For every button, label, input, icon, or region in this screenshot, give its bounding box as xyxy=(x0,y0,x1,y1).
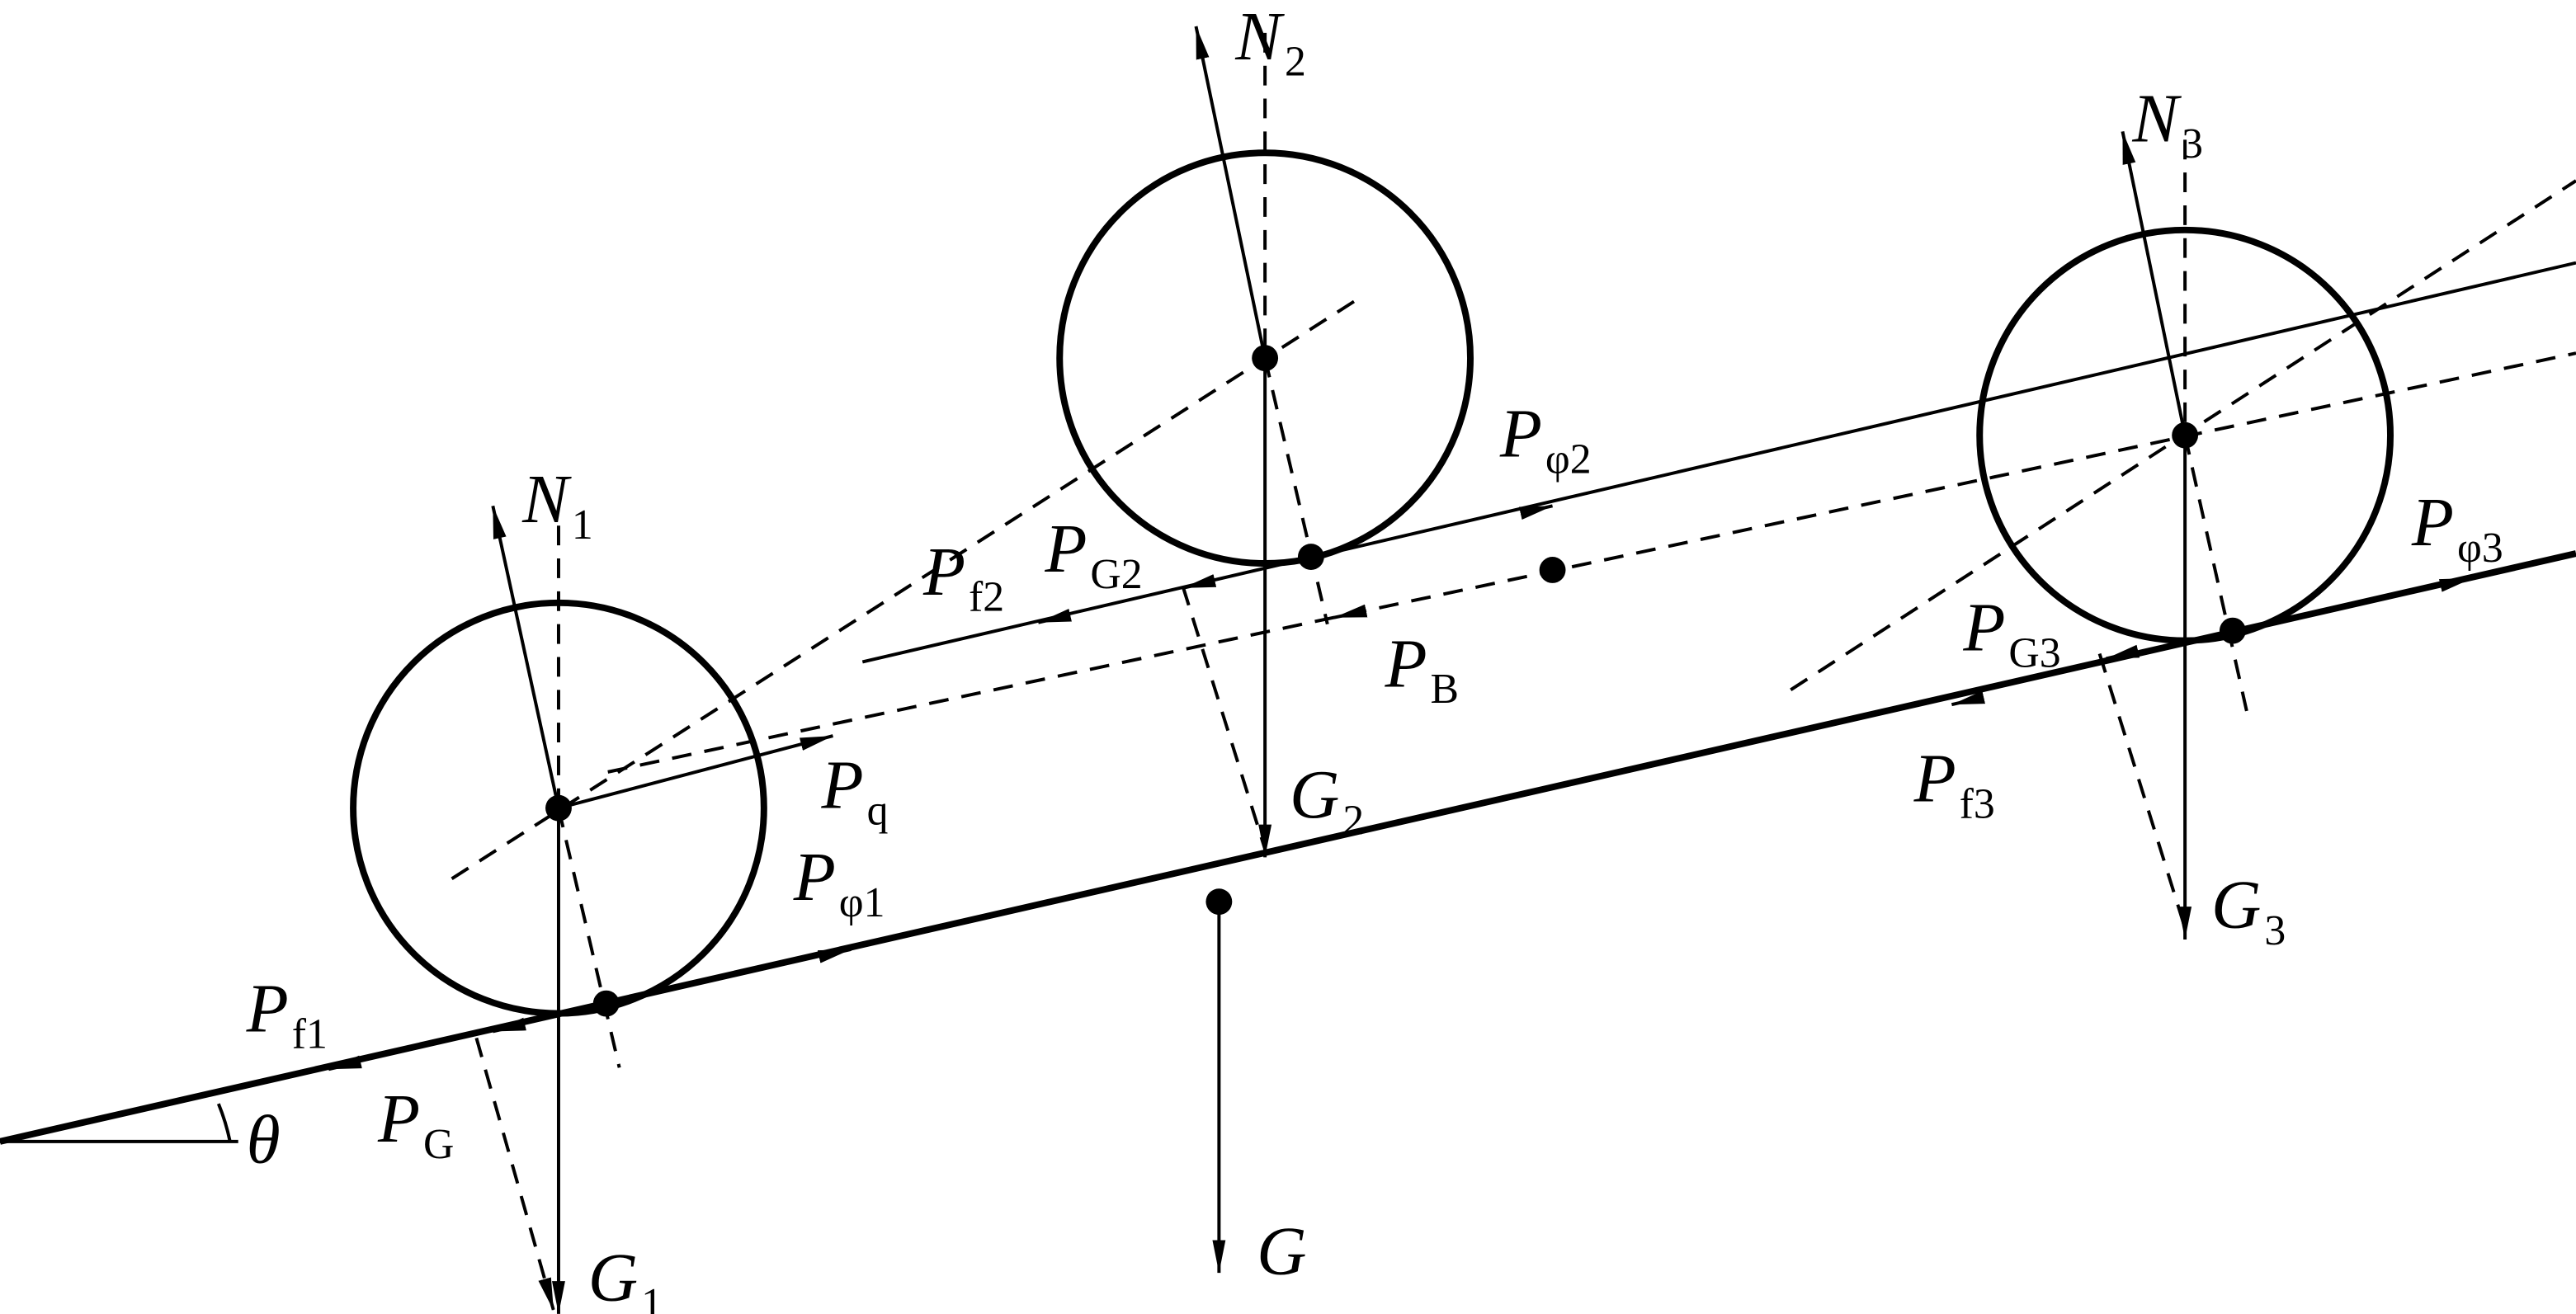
pf3-arrow xyxy=(1951,690,1985,707)
pf2-arrow xyxy=(1037,608,1072,624)
pg3-arrow xyxy=(2106,644,2140,661)
pphi2-arrow xyxy=(1518,504,1554,520)
label-g: G xyxy=(1257,1213,1306,1290)
pphi1-arrow xyxy=(817,947,852,963)
pg-component-arrow xyxy=(492,1017,526,1034)
wheel3-contact-dot xyxy=(2219,617,2246,644)
pq-arrow xyxy=(558,734,833,810)
pphi3-arrow xyxy=(2438,576,2474,592)
theta-angle-arc xyxy=(216,1103,232,1142)
wheel1-contact-dashed xyxy=(557,808,621,1068)
label-main: P xyxy=(793,839,836,916)
label-subscript: f3 xyxy=(1960,781,1995,828)
label-main: N xyxy=(1234,0,1285,75)
wheel3-contact-dashed xyxy=(2183,435,2249,715)
label-main: P xyxy=(821,747,864,824)
label-subscript: B xyxy=(1431,666,1460,713)
pg2-dashed xyxy=(1181,586,1267,850)
label-main: P xyxy=(1913,741,1956,817)
label-main: θ xyxy=(247,1102,281,1179)
pb-point-dot xyxy=(1539,557,1566,583)
label-subscript: φ1 xyxy=(839,879,885,926)
label-main: P xyxy=(377,1081,420,1157)
label-subscript: φ2 xyxy=(1545,436,1592,483)
label-subscript: 1 xyxy=(641,1280,663,1314)
wheel1-contact-dot xyxy=(592,990,620,1017)
label-subscript: G xyxy=(423,1121,454,1168)
label-main: G xyxy=(1257,1213,1306,1290)
n1-arrow xyxy=(491,505,560,809)
label-main: N xyxy=(2131,80,2182,157)
wheel2-tangent-line xyxy=(861,261,2576,664)
wheel2-contact-dashed xyxy=(1263,357,1329,625)
braking-force-line xyxy=(607,351,2576,774)
label-main: P xyxy=(1962,590,2005,666)
label-subscript: f2 xyxy=(969,574,1004,621)
label-main: G xyxy=(588,1240,638,1314)
incline-line xyxy=(0,550,2576,1145)
label-main: P xyxy=(2411,484,2454,561)
label-subscript: 3 xyxy=(2264,907,2286,954)
pg2-arrow xyxy=(1182,574,1217,590)
n3-arrow xyxy=(2121,130,2187,436)
label-subscript: 3 xyxy=(2182,120,2203,167)
label-main: P xyxy=(1384,625,1427,702)
pb-arrow xyxy=(1333,604,1368,619)
label-main: G xyxy=(2211,867,2261,944)
label-main: P xyxy=(922,534,965,610)
label-main: P xyxy=(1044,511,1087,587)
label-subscript: 1 xyxy=(572,502,593,549)
label-main: N xyxy=(521,461,572,538)
pf1-arrow xyxy=(328,1055,362,1071)
pg-arrow xyxy=(474,1037,555,1312)
label-subscript: f1 xyxy=(292,1010,328,1057)
label-subscript: 2 xyxy=(1285,39,1306,86)
wheel1-diagonal-dashed xyxy=(451,299,1356,880)
label-subscript: q xyxy=(867,788,889,835)
pg3-dashed xyxy=(2097,652,2187,929)
label-main: P xyxy=(246,970,289,1047)
n2-arrow xyxy=(1194,26,1267,359)
label-subscript: G3 xyxy=(2008,629,2060,676)
label-subscript: 2 xyxy=(1342,798,1364,845)
label-main: G xyxy=(1290,757,1339,834)
label-subscript: φ3 xyxy=(2457,525,2503,572)
label-main: P xyxy=(1499,396,1542,473)
label-theta: θ xyxy=(247,1102,281,1179)
label-subscript: G2 xyxy=(1090,551,1142,598)
